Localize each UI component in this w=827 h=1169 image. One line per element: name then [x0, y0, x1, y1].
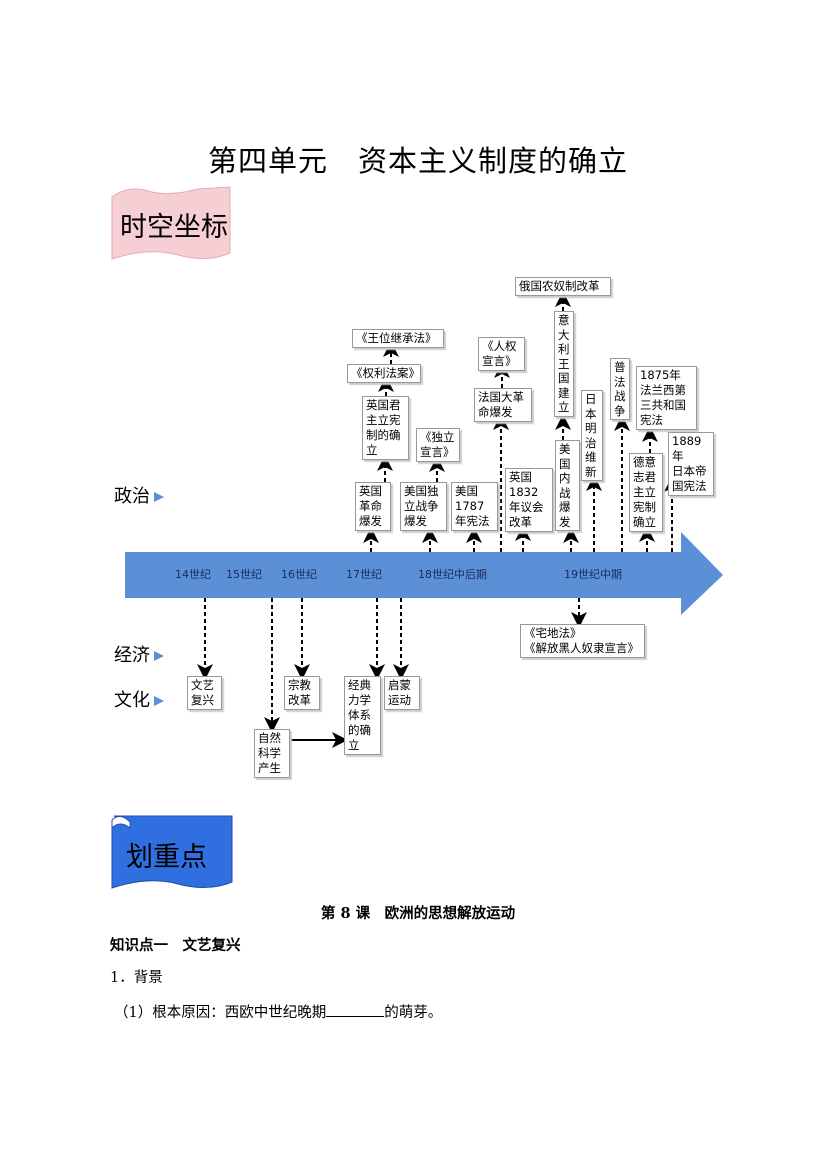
event-box: 启蒙 运动 [384, 676, 420, 710]
label-politics: 政治 [114, 482, 164, 508]
event-box: 宗教 改革 [284, 676, 320, 710]
timeline-label: 19世纪中期 [564, 568, 622, 581]
event-box: 普 法 战 争 [610, 358, 630, 420]
banner-pink [111, 186, 231, 260]
timeline-label: 18世纪中后期 [418, 568, 487, 581]
event-box: 俄国农奴制改革 [515, 277, 611, 296]
event-box: 经典 力学 体系 的确 立 [344, 676, 381, 755]
fill-blank-line: （1）根本原因：西欧中世纪晚期的萌芽。 [114, 1001, 442, 1022]
arrow-right-icon [154, 492, 164, 502]
event-box: 《权利法案》 [347, 364, 421, 383]
event-box: 意 大 利 王 国 建 立 [554, 311, 574, 417]
event-box: 美国独 立战争 爆发 [400, 482, 447, 531]
event-box: 1875年 法兰西第 三共和国 宪法 [636, 366, 697, 430]
label-culture: 文化 [114, 686, 164, 712]
timeline-label: 16世纪 [281, 568, 317, 581]
timeline-label: 14世纪 [175, 568, 211, 581]
knowledge-point: 知识点一 文艺复兴 [110, 937, 241, 954]
event-box: 《独立 宣言》 [416, 428, 460, 462]
event-box: 德意 志君 主立 宪制 确立 [629, 453, 663, 532]
timeline-label: 17世纪 [346, 568, 382, 581]
section-heading: 1．背景 [110, 970, 163, 986]
event-box: 英国君 主立宪 制的确 立 [362, 396, 409, 460]
arrow-right-icon [154, 651, 164, 661]
event-box: 自然 科学 产生 [254, 729, 290, 778]
banner-spacetime: 时空坐标 [120, 212, 228, 243]
event-box: 英国 革命 爆发 [355, 482, 391, 531]
event-box: 美 国 内 战 爆 发 [555, 440, 580, 531]
unit-title: 第四单元 资本主义制度的确立 [207, 144, 628, 178]
event-box: 《王位继承法》 [352, 329, 444, 348]
event-box: 日 本 明 治 维 新 [581, 390, 603, 481]
event-box: 文艺 复兴 [187, 676, 222, 710]
timeline-diagram [125, 291, 723, 748]
event-box: 1889年 日本帝 国宪法 [668, 432, 714, 496]
banner-blue [111, 815, 233, 889]
event-box: 法国大革 命爆发 [474, 388, 532, 422]
arrow-right-icon [154, 696, 164, 706]
event-box: 英国 1832 年议会 改革 [505, 468, 553, 532]
banner-keypoints: 划重点 [126, 842, 207, 873]
label-economy: 经济 [114, 641, 164, 667]
timeline-arrow [125, 532, 723, 615]
answer-blank[interactable] [326, 1002, 385, 1017]
timeline-label: 15世纪 [226, 568, 262, 581]
lesson-title: 第 8 课 欧洲的思想解放运动 [320, 905, 516, 922]
event-box: 美国 1787 年宪法 [451, 482, 498, 531]
event-box: 《人权 宣言》 [478, 337, 525, 371]
event-box: 《宅地法》 《解放黑人奴隶宣言》 [520, 624, 645, 658]
